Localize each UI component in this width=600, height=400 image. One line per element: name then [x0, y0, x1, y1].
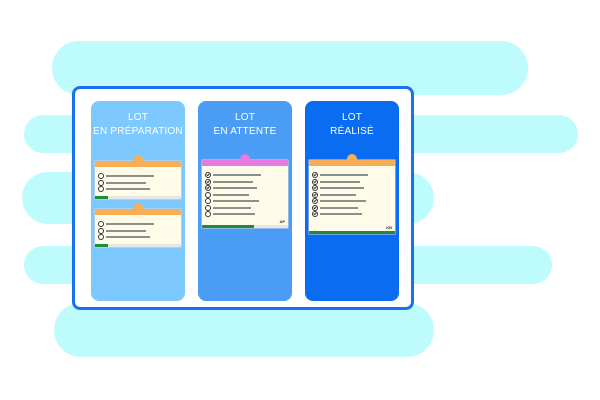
- column-en-preparation: LOT EN PRÉPARATION: [91, 101, 185, 301]
- background-bar: [54, 303, 434, 357]
- assignee-initials: KB: [386, 225, 392, 230]
- lot-card[interactable]: AP: [202, 154, 288, 228]
- unchecked-circle-icon[interactable]: [98, 234, 104, 240]
- unchecked-circle-icon[interactable]: [98, 221, 104, 227]
- checked-circle-icon[interactable]: [312, 198, 318, 204]
- checked-circle-icon[interactable]: [312, 204, 318, 211]
- progress-fill: [95, 196, 108, 199]
- unchecked-circle-icon[interactable]: [205, 204, 211, 211]
- checklist-text-line: [213, 187, 257, 189]
- checklist-text-line: [213, 180, 253, 183]
- checked-circle-icon[interactable]: [312, 178, 318, 185]
- checklist-text-line: [213, 206, 251, 209]
- lot-card[interactable]: [95, 203, 181, 247]
- card-tab: [347, 154, 357, 164]
- lot-card[interactable]: [95, 155, 181, 199]
- checked-circle-icon[interactable]: [312, 191, 318, 198]
- progress-fill: [202, 225, 254, 228]
- checklist-text-line: [106, 188, 150, 190]
- checklist-text-line: [320, 193, 356, 196]
- checked-circle-icon[interactable]: [205, 178, 211, 185]
- column-title-line2: EN PRÉPARATION: [93, 126, 183, 137]
- progress-bar: [95, 244, 181, 247]
- checklist-text-line: [320, 213, 362, 215]
- unchecked-circle-icon[interactable]: [98, 186, 104, 192]
- column-title: LOT EN ATTENTE: [198, 111, 292, 139]
- column-en-attente: LOT EN ATTENTE AP: [198, 101, 292, 301]
- checklist-text-line: [106, 229, 146, 232]
- checked-circle-icon[interactable]: [205, 185, 211, 191]
- checklist-text-line: [213, 174, 261, 176]
- checked-circle-icon[interactable]: [205, 172, 211, 178]
- checklist-text-line: [106, 236, 150, 238]
- column-title-line2: EN ATTENTE: [213, 126, 277, 137]
- card-tab: [240, 154, 250, 164]
- checklist-text-line: [320, 174, 368, 176]
- progress-fill: [95, 244, 108, 247]
- checklist-text-line: [106, 175, 154, 177]
- checked-circle-icon[interactable]: [312, 172, 318, 178]
- checklist-text-line: [320, 180, 360, 183]
- checked-circle-icon[interactable]: [312, 185, 318, 191]
- checklist-text-line: [320, 187, 364, 189]
- checklist-text-line: [213, 200, 259, 202]
- checklist-text-line: [106, 181, 146, 184]
- column-title-line1: LOT: [234, 112, 256, 123]
- checked-circle-icon[interactable]: [312, 211, 318, 217]
- card-tab: [133, 203, 143, 213]
- progress-fill: [309, 231, 395, 234]
- column-title-line1: LOT: [127, 112, 149, 123]
- lot-card[interactable]: KB: [309, 154, 395, 234]
- unchecked-circle-icon[interactable]: [205, 191, 211, 198]
- kanban-board: LOT EN PRÉPARATION LOT EN ATTENTE AP LOT…: [72, 86, 414, 310]
- checklist-text-line: [320, 206, 358, 209]
- assignee-initials: AP: [279, 219, 285, 224]
- checklist-text-line: [320, 200, 366, 202]
- column-title: LOT RÉALISÉ: [305, 111, 399, 139]
- unchecked-circle-icon[interactable]: [98, 179, 104, 186]
- column-realise: LOT RÉALISÉ KB: [305, 101, 399, 301]
- unchecked-circle-icon[interactable]: [205, 198, 211, 204]
- unchecked-circle-icon[interactable]: [98, 173, 104, 179]
- progress-bar: [309, 231, 395, 234]
- column-title-line2: RÉALISÉ: [330, 126, 374, 137]
- column-title-line1: LOT: [341, 112, 363, 123]
- unchecked-circle-icon[interactable]: [98, 227, 104, 234]
- checklist-text-line: [213, 213, 255, 215]
- progress-bar: [95, 196, 181, 199]
- progress-bar: [202, 225, 288, 228]
- checklist-text-line: [106, 223, 154, 225]
- unchecked-circle-icon[interactable]: [205, 211, 211, 217]
- checklist-text-line: [213, 193, 249, 196]
- card-tab: [133, 155, 143, 165]
- column-title: LOT EN PRÉPARATION: [91, 111, 185, 139]
